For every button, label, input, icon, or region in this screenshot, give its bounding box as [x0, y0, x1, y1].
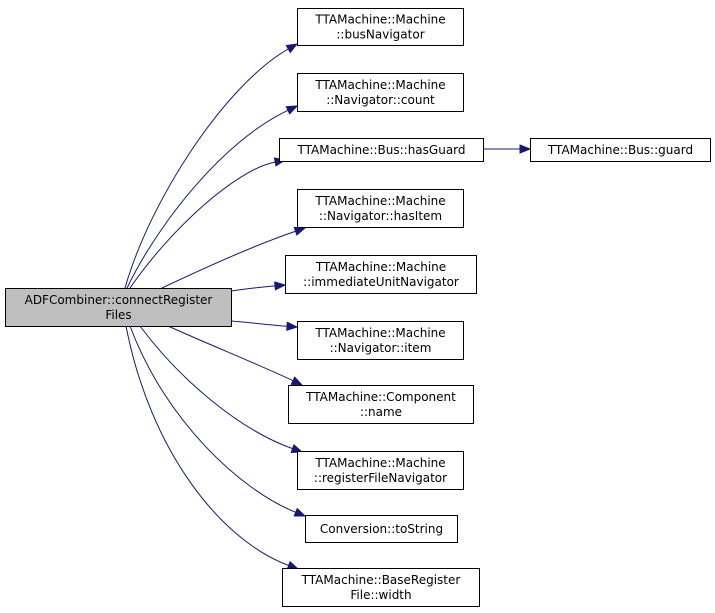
- node-name[interactable]: TTAMachine::Component::name: [288, 385, 474, 424]
- arrowhead: [290, 376, 304, 386]
- node-label-line: TTAMachine::Machine: [315, 260, 446, 274]
- edge-root-to-hasItem: [161, 226, 307, 289]
- edge-root-to-registerFileNavigator: [139, 325, 304, 453]
- node-label-line: TTAMachine::Machine: [314, 13, 445, 27]
- node-box: [297, 451, 464, 490]
- node-busNavigator[interactable]: TTAMachine::Machine::busNavigator: [297, 8, 464, 46]
- node-item[interactable]: TTAMachine::Machine::Navigator::item: [297, 321, 464, 360]
- edge-root-to-count: [126, 105, 299, 289]
- node-box: [282, 568, 480, 607]
- arrowhead: [285, 43, 299, 54]
- edge-line: [124, 48, 289, 289]
- node-hasItem[interactable]: TTAMachine::Machine::Navigator::hasItem: [297, 189, 464, 228]
- node-box: [530, 138, 711, 162]
- arrowhead: [293, 507, 307, 517]
- node-box: [285, 255, 477, 294]
- node-label-line: ADFCombiner::connectRegister: [25, 293, 213, 307]
- node-box: [297, 8, 464, 46]
- node-label-line: TTAMachine::BaseRegister: [301, 573, 461, 587]
- edge-root-to-item: [230, 320, 299, 331]
- edge-line: [230, 285, 276, 292]
- node-label-line: TTAMachine::Machine: [314, 326, 445, 340]
- node-guard[interactable]: TTAMachine::Bus::guard: [530, 138, 711, 162]
- nodes-layer: ADFCombiner::connectRegisterFilesTTAMach…: [5, 8, 711, 607]
- node-label-line: TTAMachine::Component: [305, 390, 456, 404]
- arrowhead: [293, 226, 307, 236]
- edge-root-to-width: [125, 325, 300, 570]
- edge-line: [129, 325, 296, 513]
- edge-line: [167, 325, 294, 382]
- edge-root-to-hasGuard: [129, 157, 287, 289]
- arrowhead: [274, 281, 287, 291]
- node-box: [5, 288, 232, 327]
- edge-hasGuard-to-guard: [482, 144, 532, 154]
- node-toString[interactable]: Conversion::toString: [305, 515, 458, 543]
- node-label-line: TTAMachine::Bus::guard: [547, 143, 693, 157]
- edges-layer: [124, 43, 532, 570]
- edge-line: [129, 161, 276, 289]
- node-label-line: TTAMachine::Machine: [314, 78, 445, 92]
- node-hasGuard[interactable]: TTAMachine::Bus::hasGuard: [279, 138, 484, 162]
- edge-line: [125, 325, 289, 566]
- node-label-line: TTAMachine::Machine: [314, 194, 445, 208]
- edge-line: [139, 325, 293, 450]
- node-label-line: ::name: [360, 405, 402, 419]
- arrowhead: [285, 105, 299, 115]
- edge-root-to-toString: [129, 325, 307, 517]
- node-label-line: Files: [105, 308, 131, 322]
- node-box: [288, 385, 474, 424]
- node-immediateUnitNavigator[interactable]: TTAMachine::Machine::immediateUnitNaviga…: [285, 255, 477, 294]
- node-label-line: ::Navigator::item: [330, 341, 432, 355]
- edge-line: [161, 230, 296, 289]
- node-registerFileNavigator[interactable]: TTAMachine::Machine::registerFileNavigat…: [297, 451, 464, 490]
- arrowhead: [290, 444, 304, 453]
- node-label-line: TTAMachine::Machine: [314, 456, 445, 470]
- node-label-line: ::registerFileNavigator: [314, 471, 447, 485]
- node-label-line: File::width: [350, 588, 411, 602]
- node-label-line: ::immediateUnitNavigator: [303, 275, 459, 289]
- node-box: [305, 515, 458, 543]
- node-label-line: Conversion::toString: [320, 522, 443, 536]
- node-label-line: TTAMachine::Bus::hasGuard: [296, 143, 465, 157]
- node-label-line: ::Navigator::count: [326, 93, 435, 107]
- node-box: [297, 73, 464, 112]
- arrowhead: [286, 321, 299, 331]
- node-count[interactable]: TTAMachine::Machine::Navigator::count: [297, 73, 464, 112]
- node-label-line: ::busNavigator: [336, 28, 424, 42]
- node-label-line: ::Navigator::hasItem: [319, 209, 442, 223]
- edge-line: [126, 109, 289, 289]
- edge-root-to-busNavigator: [124, 43, 299, 289]
- edge-root-to-immediateUnitNavigator: [230, 281, 287, 292]
- node-box: [279, 138, 484, 162]
- arrowhead: [519, 144, 532, 154]
- node-box: [297, 189, 464, 228]
- edge-line: [230, 320, 288, 327]
- edge-root-to-name: [167, 325, 304, 386]
- node-box: [297, 321, 464, 360]
